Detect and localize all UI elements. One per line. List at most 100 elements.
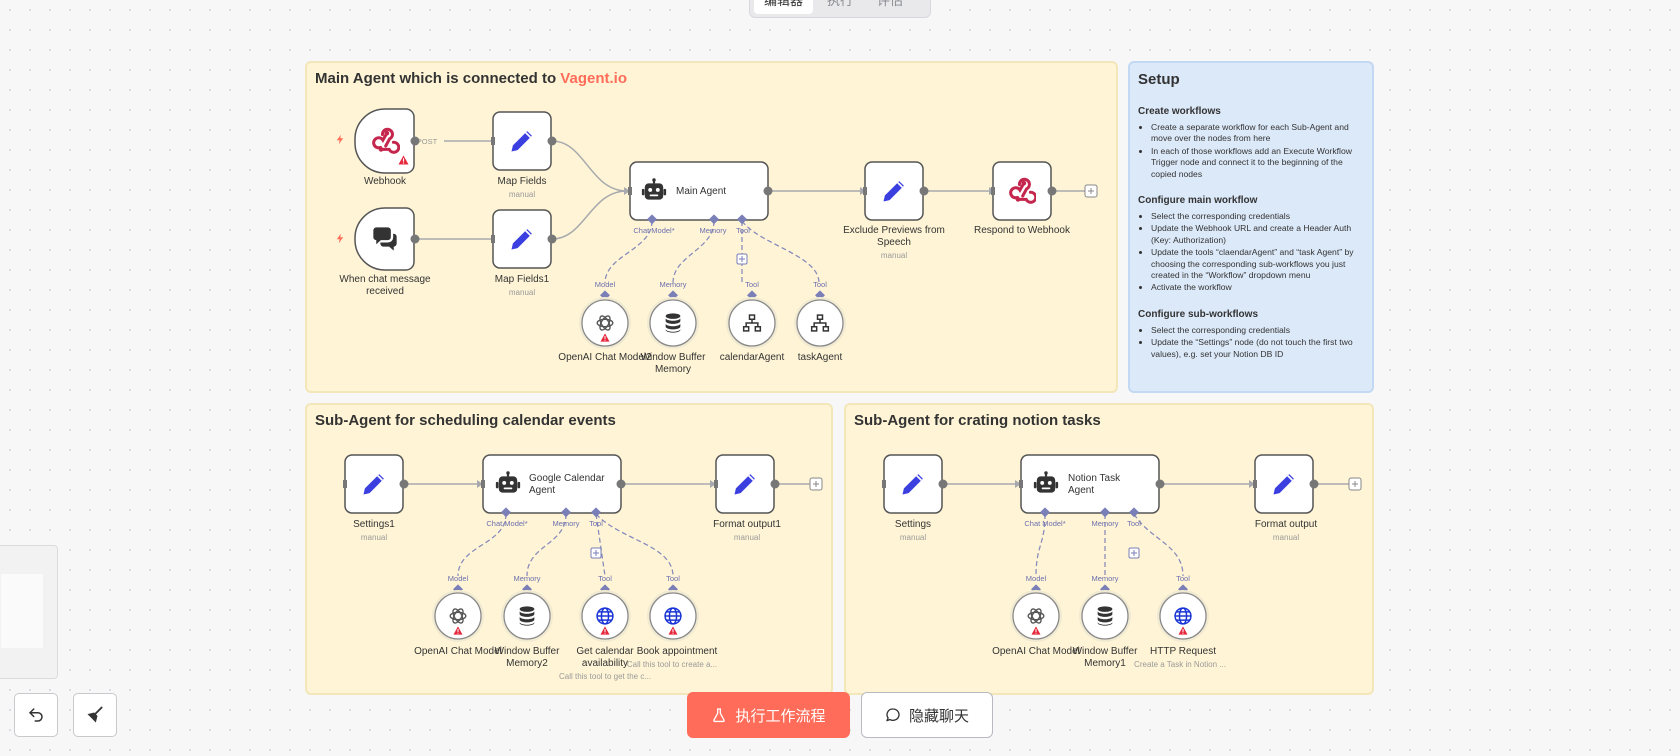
node-label: When chat message: [339, 274, 431, 285]
node-window-buffer-memory[interactable]: Memory Window Buffer Memory: [641, 280, 707, 375]
sticky-setup[interactable]: Setup Create workflows Create a separate…: [1128, 61, 1374, 393]
sticky-calendar-title: Sub-Agent for scheduling calendar events: [315, 412, 616, 429]
node-map-fields[interactable]: Map Fields manual: [491, 111, 557, 199]
input-port[interactable]: [343, 480, 347, 488]
node-settings[interactable]: Settings manual: [882, 454, 948, 542]
node-exclude-previews[interactable]: Exclude Previews from Speech manual: [843, 161, 945, 260]
port-label: Chat Model*: [486, 519, 527, 528]
output-port[interactable]: [616, 479, 626, 489]
output-port[interactable]: [547, 136, 557, 146]
port-label: Model: [1026, 574, 1047, 583]
node-http-request[interactable]: Tool HTTP Request Create a Task in Notio…: [1134, 574, 1226, 669]
execute-workflow-button[interactable]: 执行工作流程: [687, 692, 850, 738]
node-label: Format output1: [713, 519, 781, 530]
output-port[interactable]: [410, 234, 420, 244]
input-port[interactable]: [882, 480, 886, 488]
port-chat-model[interactable]: [647, 214, 657, 225]
node-google-calendar-agent[interactable]: Google Calendar Agent Chat Model* Memory…: [481, 454, 626, 559]
node-label: Speech: [877, 237, 911, 248]
node-label: Memory: [655, 364, 691, 375]
output-port[interactable]: [770, 479, 780, 489]
setup-heading-main: Configure main workflow: [1138, 195, 1258, 207]
port-tool[interactable]: [1129, 507, 1139, 518]
flask-icon: [713, 708, 726, 723]
node-label: OpenAI Chat Model2: [558, 352, 652, 363]
port-label: Tool: [813, 280, 827, 289]
node-main-agent[interactable]: Main Agent Chat Model* Memory Tool: [628, 161, 773, 265]
hide-chat-button[interactable]: 隐藏聊天: [861, 692, 993, 738]
port-memory[interactable]: [1100, 507, 1110, 518]
post-label: POST: [417, 137, 438, 146]
node-format-output1[interactable]: Format output1 manual: [713, 454, 823, 542]
tidy-up-button[interactable]: [73, 693, 117, 737]
setup-item: Create a separate workflow for each Sub-…: [1151, 122, 1364, 145]
node-respond-webhook[interactable]: Respond to Webhook: [974, 161, 1098, 236]
input-port[interactable]: [628, 187, 632, 195]
port-label: Tool: [666, 574, 680, 583]
input-port[interactable]: [481, 480, 485, 488]
port-chat-model[interactable]: [501, 507, 511, 518]
port-label: Tool: [589, 519, 603, 528]
setup-item: Update the “Settings” node (do not touch…: [1151, 337, 1364, 360]
node-task-agent-tool[interactable]: Tool taskAgent: [794, 280, 846, 363]
output-port[interactable]: [1309, 479, 1319, 489]
input-port[interactable]: [863, 187, 867, 195]
port-tool[interactable]: [591, 507, 601, 518]
node-webhook[interactable]: Webhook: [354, 108, 420, 187]
output-port[interactable]: [410, 136, 420, 146]
port-label: Model: [448, 574, 469, 583]
broom-icon: [87, 706, 103, 723]
node-subtitle: Call this tool to get the c...: [559, 672, 651, 681]
node-label: OpenAI Chat Model: [414, 646, 502, 657]
sticky-calendar-subagent[interactable]: Sub-Agent for scheduling calendar events: [305, 403, 833, 695]
node-settings1[interactable]: Settings1 manual: [343, 454, 409, 542]
vagent-link[interactable]: Vagent.io: [560, 70, 627, 87]
node-label: Map Fields1: [495, 274, 550, 285]
port-tool[interactable]: [737, 214, 747, 225]
sticky-notion-subagent[interactable]: Sub-Agent for crating notion tasks: [844, 403, 1374, 695]
output-port[interactable]: [1155, 479, 1165, 489]
input-port[interactable]: [991, 187, 995, 195]
input-port[interactable]: [1019, 480, 1023, 488]
calendar-sub-connections: [457, 513, 674, 577]
sticky-main-agent[interactable]: Main Agent which is connected to Vagent.…: [305, 61, 1118, 393]
tab-evaluations[interactable]: 评估: [877, 0, 904, 8]
node-subtitle: Create a Task in Notion ...: [1134, 660, 1226, 669]
node-label: Map Fields: [498, 176, 547, 187]
node-window-buffer-memory2[interactable]: Memory Window Buffer Memory2: [495, 574, 561, 669]
sticky-main-title: Main Agent which is connected to Vagent.…: [315, 70, 627, 87]
tab-editor[interactable]: 编辑器: [754, 0, 814, 14]
node-format-output[interactable]: Format output manual: [1253, 454, 1362, 542]
node-chat-trigger[interactable]: When chat message received: [339, 207, 431, 297]
output-port[interactable]: [919, 186, 929, 196]
plus-icon: [1131, 550, 1137, 556]
port-memory[interactable]: [709, 214, 719, 225]
undo-button[interactable]: [14, 693, 58, 737]
output-port[interactable]: [763, 186, 773, 196]
node-book-appointment[interactable]: Tool Book appointment Call this tool to …: [627, 574, 718, 669]
input-port[interactable]: [714, 480, 718, 488]
post-label-bg: [410, 136, 444, 147]
node-openai-chat-model[interactable]: Model OpenAI Chat Model: [414, 574, 502, 657]
port-memory[interactable]: [561, 507, 571, 518]
input-port[interactable]: [1253, 480, 1257, 488]
node-get-calendar-availability[interactable]: Tool Get calendar availability Call this…: [559, 574, 651, 681]
node-label: received: [366, 286, 404, 297]
output-port[interactable]: [547, 234, 557, 244]
tab-executions[interactable]: 执行: [827, 0, 854, 8]
setup-heading-sub: Configure sub-workflows: [1138, 308, 1258, 320]
notion-sub-connections: [1035, 513, 1184, 577]
output-port[interactable]: [399, 479, 409, 489]
node-map-fields1[interactable]: Map Fields1 manual: [491, 209, 557, 297]
output-port[interactable]: [1047, 186, 1057, 196]
node-notion-task-agent[interactable]: Notion Task Agent Chat Model* Memory Too…: [1019, 454, 1165, 559]
input-port[interactable]: [491, 235, 495, 243]
node-openai-chat-model2[interactable]: Model OpenAI Chat Model2: [558, 280, 652, 363]
node-calendar-agent-tool[interactable]: Tool calendarAgent: [720, 280, 785, 363]
output-port[interactable]: [938, 479, 948, 489]
node-label: Exclude Previews from: [843, 225, 945, 236]
node-openai-chat-model-notion[interactable]: Model OpenAI Chat Model: [992, 574, 1080, 657]
node-window-buffer-memory1[interactable]: Memory Window Buffer Memory1: [1073, 574, 1139, 669]
input-port[interactable]: [491, 137, 495, 145]
port-chat-model[interactable]: [1040, 507, 1050, 518]
